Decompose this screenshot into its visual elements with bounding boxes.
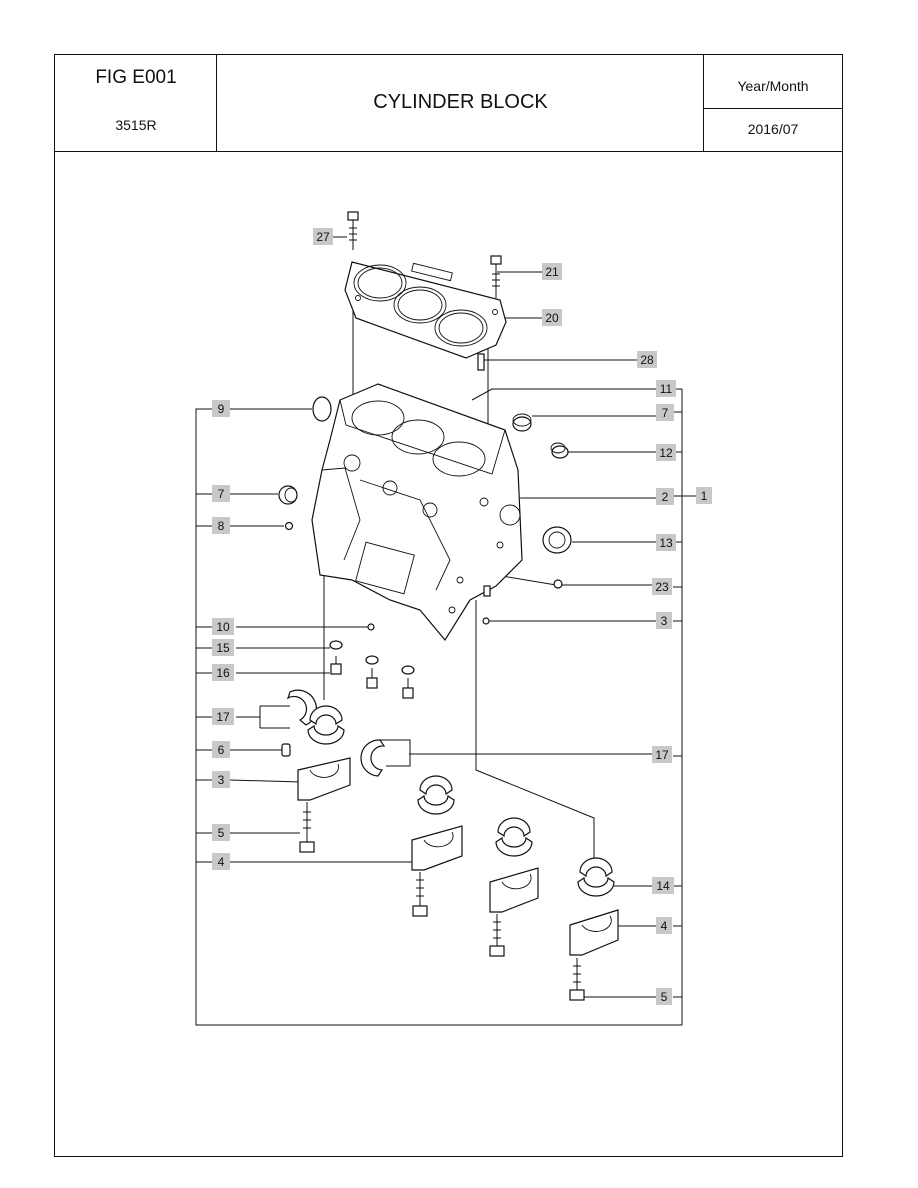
callout-13: 13 [656,534,676,551]
callout-16: 16 [212,664,234,681]
head-gasket [344,261,507,359]
dowel-6 [281,743,291,757]
bearing-cap-front [297,757,351,801]
date-value: 2016/07 [747,121,799,137]
drawing-sheet: FIG E001 3515R CYLINDER BLOCK Year/Month… [54,54,843,1157]
svg-text:1: 1 [701,489,708,503]
svg-text:17: 17 [216,710,230,724]
main-bearing-2 [417,775,455,815]
fig-number: FIG E001 [95,67,177,88]
svg-text:17: 17 [655,748,669,762]
callout-12: 12 [656,444,676,461]
callout-4-right: 4 [656,917,672,934]
year-month-label: Year/Month [737,78,809,94]
callout-17-left: 17 [212,708,234,725]
date-cell: 2016/07 [704,109,842,152]
svg-text:14: 14 [656,879,670,893]
cylinder-block [311,383,523,642]
bearing-cap-4-rear [569,909,619,956]
svg-text:3: 3 [661,614,668,628]
head-bolt-21 [490,255,502,298]
svg-text:23: 23 [655,580,669,594]
plug-8 [284,521,294,531]
callout-20: 20 [542,309,562,326]
svg-text:10: 10 [216,620,230,634]
washers-15 [329,640,415,675]
callout-11: 11 [656,380,676,397]
bearing-cap-2 [411,825,463,871]
callout-14: 14 [652,877,674,894]
callout-27: 27 [313,228,333,245]
callout-6: 6 [212,741,230,758]
svg-text:20: 20 [545,311,559,325]
callout-7-right: 7 [656,404,674,421]
main-bearing-front [307,705,345,745]
pin-10 [367,623,375,631]
plug-7-left [278,485,298,505]
year-month-cell: Year/Month [704,55,842,109]
page-title: CYLINDER BLOCK [373,91,548,113]
main-bearing-3 [495,817,533,857]
svg-text:28: 28 [640,353,654,367]
plug-7-right [512,413,532,432]
callout-23: 23 [652,578,672,595]
svg-text:16: 16 [216,666,230,680]
svg-text:13: 13 [659,536,673,550]
model-number: 3515R [115,117,157,133]
callout-4-left: 4 [212,853,230,870]
callout-2: 2 [656,488,674,505]
thrust-washer-17-left [259,689,317,729]
cap-bolt-3 [489,914,505,957]
fig-number-cell: FIG E001 3515R [55,55,217,152]
svg-text:9: 9 [218,402,225,416]
main-bearing-14 [577,857,615,897]
svg-text:2: 2 [662,490,669,504]
svg-text:21: 21 [545,265,559,279]
callout-5-right: 5 [656,988,672,1005]
oil-seal-13 [542,526,572,554]
pin-3 [482,585,491,625]
svg-text:12: 12 [659,446,673,460]
callout-10: 10 [212,618,234,635]
callout-15: 15 [212,639,234,656]
callout-1: 1 [696,487,712,504]
svg-text:4: 4 [218,855,225,869]
svg-text:15: 15 [216,641,230,655]
o-ring-9 [312,396,332,422]
svg-text:11: 11 [660,382,673,396]
callout-8: 8 [212,517,230,534]
svg-text:7: 7 [218,487,225,501]
svg-text:27: 27 [316,230,330,244]
callout-7-left: 7 [212,485,230,502]
callout-5-left: 5 [212,824,230,841]
svg-text:5: 5 [218,826,225,840]
bolts-16 [330,656,414,699]
dowel-pin-28 [477,353,485,371]
head-bolt-27 [347,211,359,250]
leader-lines [229,236,656,998]
svg-text:4: 4 [661,919,668,933]
callout-17-right: 17 [652,746,672,763]
title-cell: CYLINDER BLOCK [217,55,704,152]
plug-12 [550,442,569,459]
svg-text:5: 5 [661,990,668,1004]
callout-9: 9 [212,400,230,417]
callout-3-left: 3 [212,771,230,788]
svg-text:3: 3 [218,773,225,787]
cap-bolt-2 [412,872,428,917]
svg-text:7: 7 [662,406,669,420]
cap-bolt-5-right [569,958,585,1001]
plug-23 [553,579,563,589]
svg-text:6: 6 [218,743,225,757]
callout-28: 28 [637,351,657,368]
bearing-cap-3 [489,867,539,913]
thrust-washer-17-right [360,739,411,777]
callout-21: 21 [542,263,562,280]
svg-text:8: 8 [218,519,225,533]
callout-3-right: 3 [656,612,672,629]
cap-bolt-5-left [299,802,315,853]
